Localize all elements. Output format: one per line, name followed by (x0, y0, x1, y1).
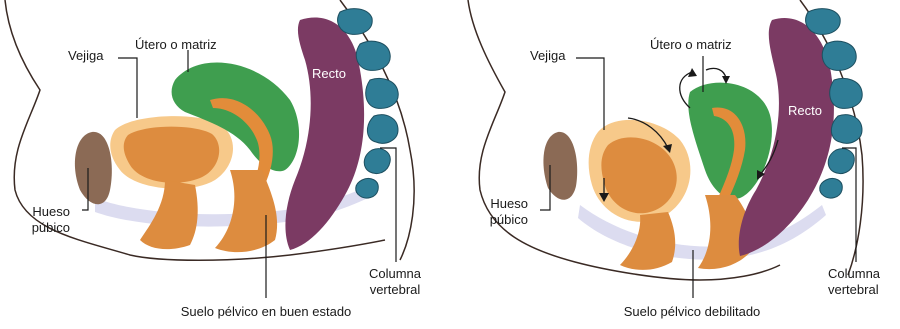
label-hueso-right-1: Hueso (468, 196, 528, 212)
label-recto-left: Recto (312, 66, 346, 82)
label-vejiga-right: Vejiga (530, 48, 565, 64)
label-suelo-left: Suelo pélvico en buen estado (150, 304, 382, 320)
label-utero-left: Útero o matriz (135, 37, 217, 53)
label-utero-right: Útero o matriz (650, 37, 732, 53)
label-recto-right: Recto (788, 103, 822, 119)
label-columna-right-2: vertebral (828, 282, 879, 298)
label-columna-left-2: vertebral (355, 282, 435, 298)
left-vagina (215, 170, 277, 252)
label-columna-right-1: Columna (828, 266, 880, 282)
label-vejiga-left: Vejiga (68, 48, 103, 64)
label-hueso-left-2: púbico (12, 220, 70, 236)
left-pubic-bone (75, 132, 112, 204)
label-suelo-right: Suelo pélvico debilitado (592, 304, 792, 320)
label-hueso-right-2: púbico (468, 212, 528, 228)
label-columna-left-1: Columna (355, 266, 435, 282)
right-pubic-bone (543, 132, 577, 200)
label-hueso-left-1: Hueso (12, 204, 70, 220)
